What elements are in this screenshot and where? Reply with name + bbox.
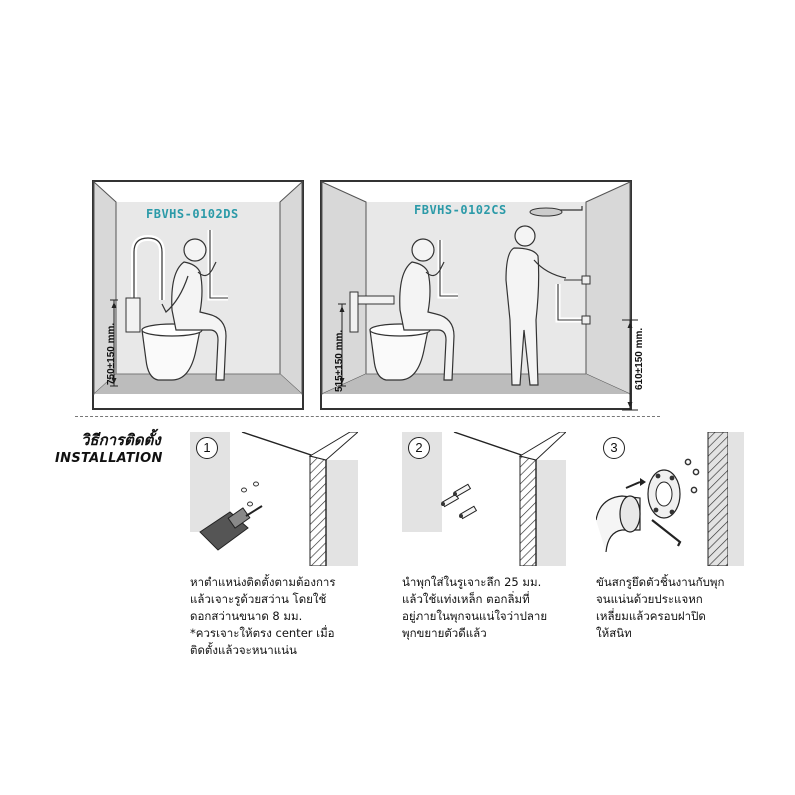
step-2-text: นำพุกใส่ในรูเจาะลึก 25 มม. แล้วใช้แท่งเห… — [402, 574, 547, 642]
step-1-line: ติดตั้งแล้วจะหนาแน่น — [190, 643, 297, 657]
step-2-number: 2 — [408, 437, 430, 459]
step-3-illustration — [596, 432, 744, 566]
section-divider — [75, 416, 660, 417]
right-model-label: FBVHS-0102CS — [414, 203, 507, 217]
installation-heading-thai: วิธีการติดตั้ง — [81, 431, 161, 449]
step-2-line: พุกขยายตัวดีแล้ว — [402, 626, 487, 640]
step-1-line: ดอกสว่านขนาด 8 มม. — [190, 609, 303, 623]
scene-left-illustration — [92, 180, 304, 410]
step-1-number: 1 — [196, 437, 218, 459]
installation-heading: INSTALLATION — [55, 451, 163, 466]
step-2-line: อยู่ภายในพุกจนแน่ใจว่าปลาย — [402, 609, 548, 623]
step-3-line: เหลี่ยมแล้วครอบฝาปิด — [596, 609, 706, 623]
step-3-number: 3 — [603, 437, 625, 459]
step-1-line: แล้วเจาะรูด้วยสว่าน โดยใช้ — [190, 592, 327, 606]
right-scene-left-height-label: 515±150 mm. — [334, 329, 345, 392]
step-1-line: หาตำแหน่งติดตั้งตามต้องการ — [190, 575, 336, 589]
left-model-label: FBVHS-0102DS — [146, 207, 239, 221]
left-height-label: 750±150 mm. — [106, 322, 117, 385]
step-3-text: ขันสกรูยึดตัวชิ้นงานกับพุก จนแน่นด้วยประ… — [596, 574, 724, 642]
step-1-line: *ควรเจาะให้ตรง center เมื่อ — [190, 626, 335, 640]
step-3-line: จนแน่นด้วยประแจหก — [596, 592, 703, 606]
step-2-illustration — [402, 432, 566, 566]
step-3-line: ให้สนิท — [596, 626, 632, 640]
right-dimension-line — [620, 318, 640, 414]
step-1-text: หาตำแหน่งติดตั้งตามต้องการ แล้วเจาะรูด้ว… — [190, 574, 336, 659]
step-2-line: แล้วใช้แท่งเหล็ก ตอกลิ่มที่ — [402, 592, 530, 606]
step-1-illustration — [190, 432, 358, 566]
step-2-line: นำพุกใส่ในรูเจาะลึก 25 มม. — [402, 575, 542, 589]
right-scene-right-height-label: 610±150 mm. — [634, 327, 645, 390]
scene-right-illustration — [320, 180, 632, 410]
step-3-line: ขันสกรูยึดตัวชิ้นงานกับพุก — [596, 575, 725, 589]
